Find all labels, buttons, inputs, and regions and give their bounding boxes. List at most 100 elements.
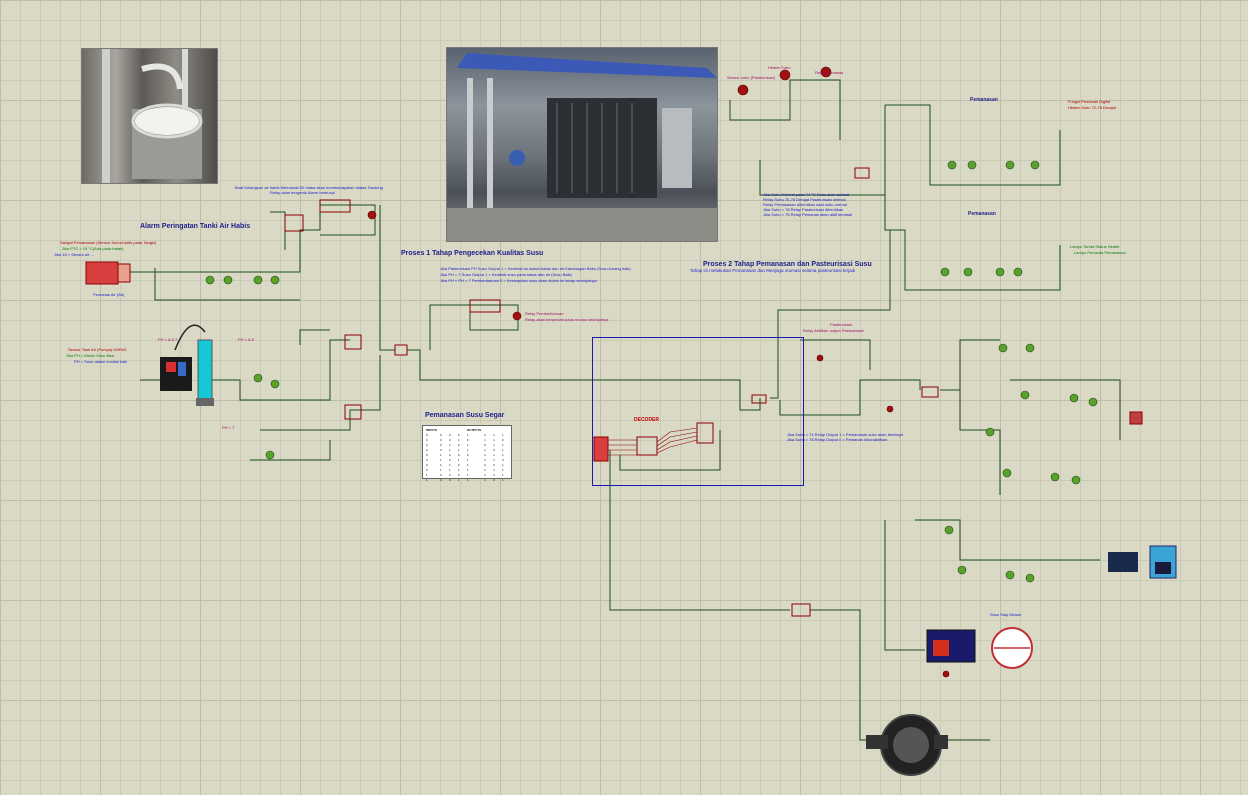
truth-table-cell: 1 <box>457 438 460 442</box>
pasteur-label-2: Relay Aktifkan output Pasteurisasi <box>803 328 864 333</box>
mid-note-1: Jika Suhu < 74 Relay Output 1 = Pemanasa… <box>787 432 904 437</box>
p2-list-1: Jika Suhu Normal pada 74 °C Susu akan se… <box>763 192 850 197</box>
truth-table-cell: 0 <box>440 478 442 482</box>
truth-table-cell: 1 <box>440 468 442 472</box>
truth-table-cell: 1 <box>502 453 504 457</box>
mid-note-2: Jika Suhu > 78 Relay Output 0 = Pemanas … <box>787 437 888 442</box>
truth-table-header <box>449 428 455 432</box>
sensor-note-3: PH = Susu dalam kondisi baik <box>74 359 128 364</box>
alarm-note-top2: Relay akan bergerak Alarm berbunyi <box>270 190 335 195</box>
right-top-note-1: Sensor suhu (Pasteurisasi) <box>727 75 776 80</box>
truth-table-cell: 1 <box>484 453 486 457</box>
sensor-note-1: Sensor Tank Air (Pompa) KAPAS <box>68 347 127 352</box>
pemanasan-title-2: Pemanasan <box>968 211 996 217</box>
truth-table-header: OUTPUTS <box>466 428 482 432</box>
truth-table-header: INPUTS <box>426 428 438 432</box>
truth-table-cell: 1 <box>466 473 469 477</box>
truth-table-cell: 1 <box>502 473 504 477</box>
right-top-note-2: Heater Suhu <box>768 65 791 70</box>
alarm-title: Alarm Peringatan Tanki Air Habis <box>140 223 251 230</box>
right-status-1: Fungsi Pemanas Digital <box>1068 99 1111 104</box>
truth-table-header <box>502 428 508 432</box>
truth-table-cell: 1 <box>484 438 486 442</box>
truth-table-cell: 1 <box>466 458 469 462</box>
ph-label-3: PH < 7 <box>222 425 235 430</box>
right-top-note-3: Relay Pemanas <box>815 70 844 75</box>
truth-table-cell: 0 <box>440 473 442 477</box>
right-status-2: Heater Suhu 72-78 Derajat <box>1068 105 1116 110</box>
truth-table-cell: 1 <box>493 443 495 447</box>
alarm-note-left2: Jika PTC > 15 °C(Ada pada batas) <box>62 246 124 251</box>
pemanasan-title-1: Pemanasan <box>970 97 998 103</box>
alarm-note-bottom: Pemanas Air (Air) <box>93 292 125 297</box>
truth-table-cell: 1 <box>484 448 486 452</box>
truth-table-cell: 1 <box>502 448 504 452</box>
truth-table-cell: 0 <box>448 478 451 482</box>
truth-table-cell: 0 <box>493 448 495 452</box>
relay-pasteur-note: Relay Pemberitahuan <box>525 311 564 316</box>
p2-list-3: Relay Pemanasan dihentikan saat suhu nor… <box>763 202 847 207</box>
truth-table-cell: 1 <box>448 463 451 467</box>
truth-table-cell: 1 <box>466 443 469 447</box>
decoder-label: DECODER <box>634 417 660 423</box>
truth-table-cell: 0 <box>493 463 495 467</box>
truth-table-cell: 1 <box>440 463 442 467</box>
truth-table-cell: 1 <box>457 468 460 472</box>
truth-table-cell: 0 <box>426 433 428 437</box>
ph-label-2: PH < 6.8 <box>238 337 254 342</box>
truth-table-cell: 1 <box>493 458 495 462</box>
truth-table-cell: 0 <box>440 443 442 447</box>
truth-table-cell: 1 <box>493 433 495 437</box>
truth-table-cell: 0 <box>502 438 504 442</box>
truth-table-cell: 0 <box>493 478 495 482</box>
truth-table-cell: 0 <box>426 453 428 457</box>
truth-table-cell: 1 <box>502 478 504 482</box>
truth-table-cell: 0 <box>448 473 451 477</box>
truth-table-cell: 1 <box>466 448 469 452</box>
truth-table-cell: 0 <box>426 443 428 447</box>
truth-table-cell: 1 <box>502 433 504 437</box>
truth-table-cell: 0 <box>457 443 460 447</box>
truth-table-cell: 0 <box>457 463 460 467</box>
truth-table-cell: 1 <box>466 463 469 467</box>
p2-list-2: Relay Suhu 75-78 Derajat Pasteurisasi se… <box>763 197 846 202</box>
proses1-note-a: Jika Pasteurisasi PH Susu Output 1 = Kem… <box>440 266 631 271</box>
truth-table-cell: 1 <box>466 468 469 472</box>
proses1-note-b: Jika PH = 7 Susu Output 1 = Kembali susu… <box>440 272 572 277</box>
truth-table-cell: 1 <box>426 473 428 477</box>
sensor-note-2: Jika PH > Mesin Susu Basi <box>66 353 115 358</box>
p2-list-4: Jika Suhu > 78 Relay Pasteurisasi dihent… <box>763 207 844 212</box>
truth-table-cell: 1 <box>484 458 486 462</box>
alarm-note-top: Buat Kelangsan air habis Memasuki 50 mak… <box>235 185 383 190</box>
relay-pasteur-note2: Relay akan berpindah pada modus selanjut… <box>525 317 609 322</box>
truth-table-cell: 0 <box>448 438 451 442</box>
decoder-region <box>592 337 804 486</box>
right-note-2: Lampu Penanda Pemanasan <box>1074 250 1126 255</box>
pasteur-label: Pasteurisasi <box>830 322 852 327</box>
truth-table-cell: 0 <box>426 448 428 452</box>
truth-table-cell: 1 <box>502 468 504 472</box>
pasteurizer-machine-photo <box>446 47 718 242</box>
proses1-note-c: Jika PH < PH > 7 Pemberitahuan 0 = Kesim… <box>440 278 597 283</box>
truth-table-cell: 1 <box>493 453 495 457</box>
truth-table-cell: 1 <box>448 443 451 447</box>
truth-table-cell: 0 <box>466 438 469 442</box>
truth-table-cell: 1 <box>484 478 486 482</box>
truth-table-header <box>458 428 464 432</box>
proses2-title: Proses 2 Tahap Pemanasan dan Pasteurisas… <box>703 261 872 268</box>
truth-table-cell: 0 <box>502 458 504 462</box>
truth-table-cell: 1 <box>466 433 469 437</box>
truth-table-cell: 0 <box>484 443 486 447</box>
truth-table-cell: 1 <box>457 458 460 462</box>
truth-table-cell: 0 <box>457 473 460 477</box>
truth-table-header <box>440 428 446 432</box>
truth-table-cell: 1 <box>493 438 495 442</box>
truth-table-cell: 1 <box>493 473 495 477</box>
truth-table-cell: 0 <box>448 453 451 457</box>
truth-table-cell: 1 <box>484 468 486 472</box>
truth-table-cell: 0 <box>448 458 451 462</box>
truth-table-cell: 0 <box>484 463 486 467</box>
truth-table-cell: 1 <box>440 458 442 462</box>
truth-table-cell: 0 <box>448 433 451 437</box>
